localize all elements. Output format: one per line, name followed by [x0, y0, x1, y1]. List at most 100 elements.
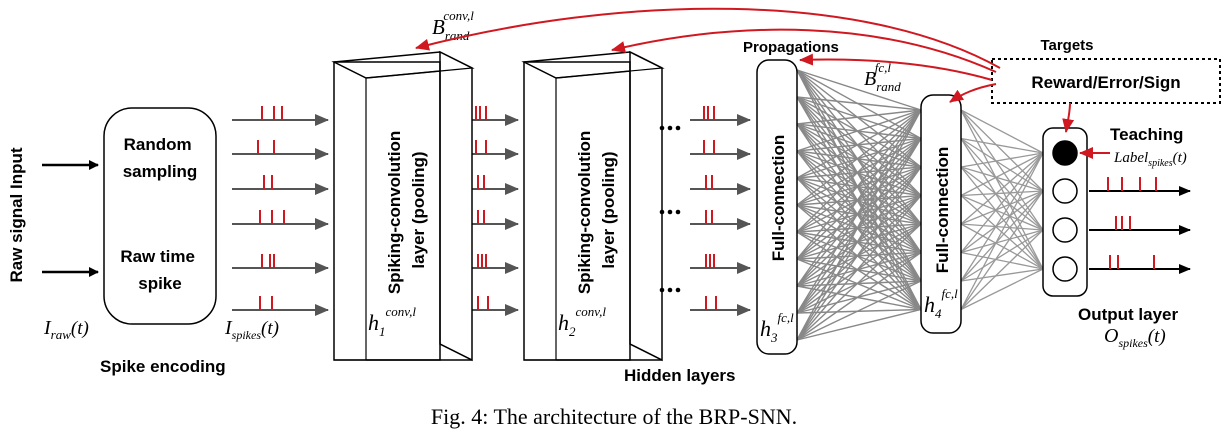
h4-fc-label: h4fc,l: [924, 286, 958, 321]
fc1-label: Full-connection: [769, 135, 788, 262]
output-neuron-1: [1052, 178, 1078, 204]
ellipsis-dot: [667, 287, 673, 293]
fc1-fc2-connection: [796, 123, 922, 197]
fc2-output-connection: [960, 268, 1044, 311]
hidden-layers-label: Hidden layers: [624, 366, 736, 385]
targets-title: Targets: [1040, 37, 1093, 54]
spike-trains-conv2-to-fc1: [690, 106, 751, 316]
fc2-output-connection: [960, 152, 1044, 168]
fc1-fc2-connection: [796, 69, 922, 140]
output-neuron-2: [1052, 217, 1078, 243]
fc2-output-connection: [960, 229, 1044, 282]
fc1-fc2-connection: [796, 96, 922, 111]
targets-box: [991, 58, 1221, 104]
propagations-label: Propagations: [743, 39, 839, 56]
output-neuron-3: [1052, 256, 1078, 282]
fc2-output-connection: [960, 268, 1044, 282]
fc1-fc2-connection: [796, 231, 922, 282]
fc1-fc2-connection: [796, 69, 922, 111]
fc1-fc2-connection: [796, 223, 922, 341]
fc1-fc2-connection: [796, 285, 922, 311]
fc1-fc2-connection: [796, 96, 922, 168]
ellipsis-dot: [667, 209, 673, 215]
fc-layer-1-box: [756, 59, 798, 355]
fc1-fc2-connection: [796, 96, 922, 197]
spike-trains-encoding-to-conv1: [232, 106, 329, 316]
fc2-output-connection: [960, 190, 1044, 225]
fc1-fc2-connection: [796, 231, 922, 311]
fc2-output-connection: [960, 190, 1044, 282]
fc1-fc2-connection: [796, 258, 922, 311]
fc2-output-connection: [960, 190, 1044, 310]
fc2-output-connection: [960, 166, 1044, 231]
conv-layer-2: Spiking-convolution layer (pooling) h2co…: [521, 50, 665, 362]
feedback-arc-to-conv2: [611, 28, 997, 73]
fc1-fc2-connection: [796, 177, 922, 282]
fc2-output-connection: [960, 152, 1044, 197]
raw-time-spike-label: Raw time spike: [120, 247, 199, 293]
fc2-output-connection: [960, 152, 1044, 253]
random-sampling-label: Random sampling: [123, 135, 198, 181]
fc1-fc2-connection: [796, 308, 922, 341]
fc2-output-connection: [960, 166, 1044, 192]
ellipsis-dot: [675, 125, 681, 131]
fc1-to-fc2-connections: [796, 69, 922, 341]
fc1-fc2-connection: [796, 166, 922, 341]
feedback-arc-to-conv1: [415, 7, 1001, 69]
fc1-fc2-connection: [796, 204, 922, 254]
fc1-fc2-connection: [796, 109, 922, 287]
i-raw-label: Iraw(t): [43, 317, 89, 342]
fc2-output-connection: [960, 109, 1044, 192]
fc2-output-connection: [960, 223, 1044, 270]
b-rand-fc-label: Brandfc,l: [864, 60, 901, 94]
fc1-fc2-connection: [796, 231, 922, 254]
reward-error-sign-label: Reward/Error/Sign: [1031, 73, 1180, 92]
teaching-label: Teaching: [1110, 125, 1183, 144]
ellipsis-dot: [659, 287, 665, 293]
fc1-fc2-connection: [796, 123, 922, 140]
h3-fc-label: h3fc,l: [760, 310, 794, 345]
fc1-fc2-connection: [796, 177, 922, 225]
spike-encoding-caption: Spike encoding: [100, 357, 226, 376]
fc-layer-2-box: [920, 94, 962, 334]
o-spikes-label: Ospikes(t): [1104, 325, 1166, 350]
fc2-output-connection: [960, 137, 1044, 192]
ellipsis-dot: [659, 209, 665, 215]
fc1-fc2-connection: [796, 150, 922, 225]
ellipsis-dot: [667, 125, 673, 131]
fc2-output-connection: [960, 190, 1044, 254]
fc1-fc2-connection: [796, 280, 922, 341]
fc1-fc2-connection: [796, 109, 922, 179]
fc1-fc2-connection: [796, 150, 922, 254]
feedback-arc-to-fc1: [799, 53, 993, 81]
b-rand-conv-label: Brandconv,l: [432, 8, 474, 43]
ellipsis-dots: [659, 125, 681, 293]
output-spike-trains: [1089, 177, 1191, 274]
feedback-arc-to-output: [1062, 102, 1075, 133]
fc1-fc2-connection: [796, 123, 922, 168]
fc2-output-connection: [960, 109, 1044, 154]
h1-conv-label: h1conv,l: [368, 304, 416, 339]
fc1-fc2-connection: [796, 150, 922, 168]
fc2-output-connection: [960, 138, 1044, 231]
fc2-output-connection: [960, 152, 1044, 282]
fc1-fc2-connection: [796, 109, 922, 206]
fc1-fc2-connection: [796, 109, 922, 125]
ellipsis-dot: [659, 125, 665, 131]
fc1-fc2-connection: [796, 96, 922, 140]
fc2-output-connection: [960, 152, 1044, 310]
fc2-output-connection: [960, 190, 1044, 197]
fc1-fc2-connection: [796, 251, 922, 341]
fc1-fc2-connection: [796, 195, 922, 341]
fc1-fc2-connection: [796, 150, 922, 197]
fc2-output-connection: [960, 152, 1044, 225]
spike-encoding-box: [103, 107, 217, 325]
fc1-fc2-connection: [796, 258, 922, 282]
fc1-fc2-connection: [796, 109, 922, 152]
fc2-output-connection: [960, 223, 1044, 231]
fc1-fc2-connection: [796, 109, 922, 260]
fc1-fc2-connection: [796, 138, 922, 341]
label-spikes-label: Labelspikes(t): [1113, 150, 1187, 169]
i-spikes-label: Ispikes(t): [224, 317, 279, 342]
